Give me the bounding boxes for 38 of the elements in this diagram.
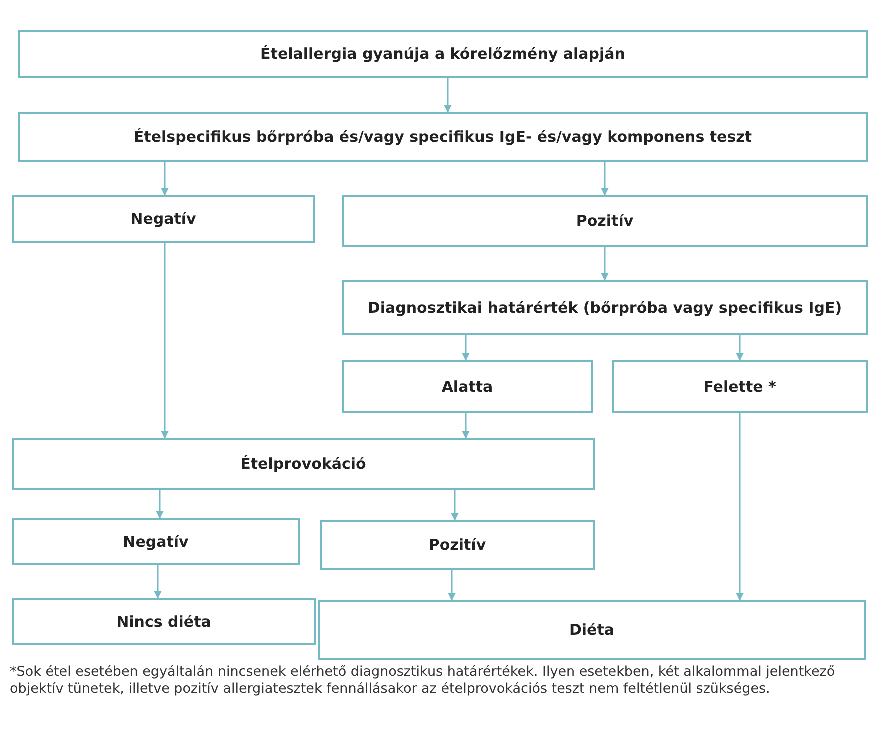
process-box: [320, 520, 595, 570]
arrow: [156, 490, 164, 519]
process-box: [18, 30, 868, 78]
process-box: [12, 438, 595, 490]
process-box: [318, 600, 866, 660]
arrow: [444, 78, 452, 113]
arrow: [462, 335, 470, 361]
process-box: [342, 195, 868, 247]
arrow: [448, 570, 456, 601]
process-box: [12, 195, 315, 243]
box-text: Ételallergia gyanúja a kórelőzmény alapján: [260, 45, 626, 63]
process-box: [342, 280, 868, 335]
arrow: [161, 243, 169, 439]
arrow: [451, 490, 459, 521]
box-text: Alatta: [442, 378, 494, 396]
arrow: [462, 413, 470, 439]
box-text: Pozitív: [428, 536, 486, 554]
box-text: Diagnosztikai határérték (bőrpróba vagy specifikus IgE): [368, 298, 842, 316]
process-box: [18, 112, 868, 162]
box-text: Diéta: [569, 621, 615, 639]
box-text: Felette *: [704, 378, 776, 396]
arrow: [736, 413, 744, 601]
box-text: Negatív: [123, 532, 189, 550]
process-box: [342, 360, 593, 413]
box-text: Negatív: [130, 210, 196, 228]
arrow: [161, 162, 169, 196]
box-text: Ételprovokáció: [240, 455, 366, 473]
process-box: [612, 360, 868, 413]
arrow: [736, 335, 744, 361]
process-box: [12, 598, 316, 645]
arrow: [154, 565, 162, 599]
box-text: Ételspecifikus bőrpróba és/vagy specifikus IgE- és/vagy komponens teszt: [134, 128, 752, 146]
arrow: [601, 247, 609, 281]
box-text: Pozitív: [576, 212, 634, 230]
footnote: *Sok étel esetében egyáltalán nincsenek elérhető diagnosztikus határértékek. Ilyen esetekben, két alkalommal jelentkező objektív tünetek, illetve pozitív allergiatesztek fennállásakor az ételprovokációs teszt nem feltétlenül szükséges.: [10, 664, 836, 698]
box-text: Nincs diéta: [116, 612, 212, 630]
process-box: [12, 518, 300, 565]
arrow: [601, 162, 609, 196]
